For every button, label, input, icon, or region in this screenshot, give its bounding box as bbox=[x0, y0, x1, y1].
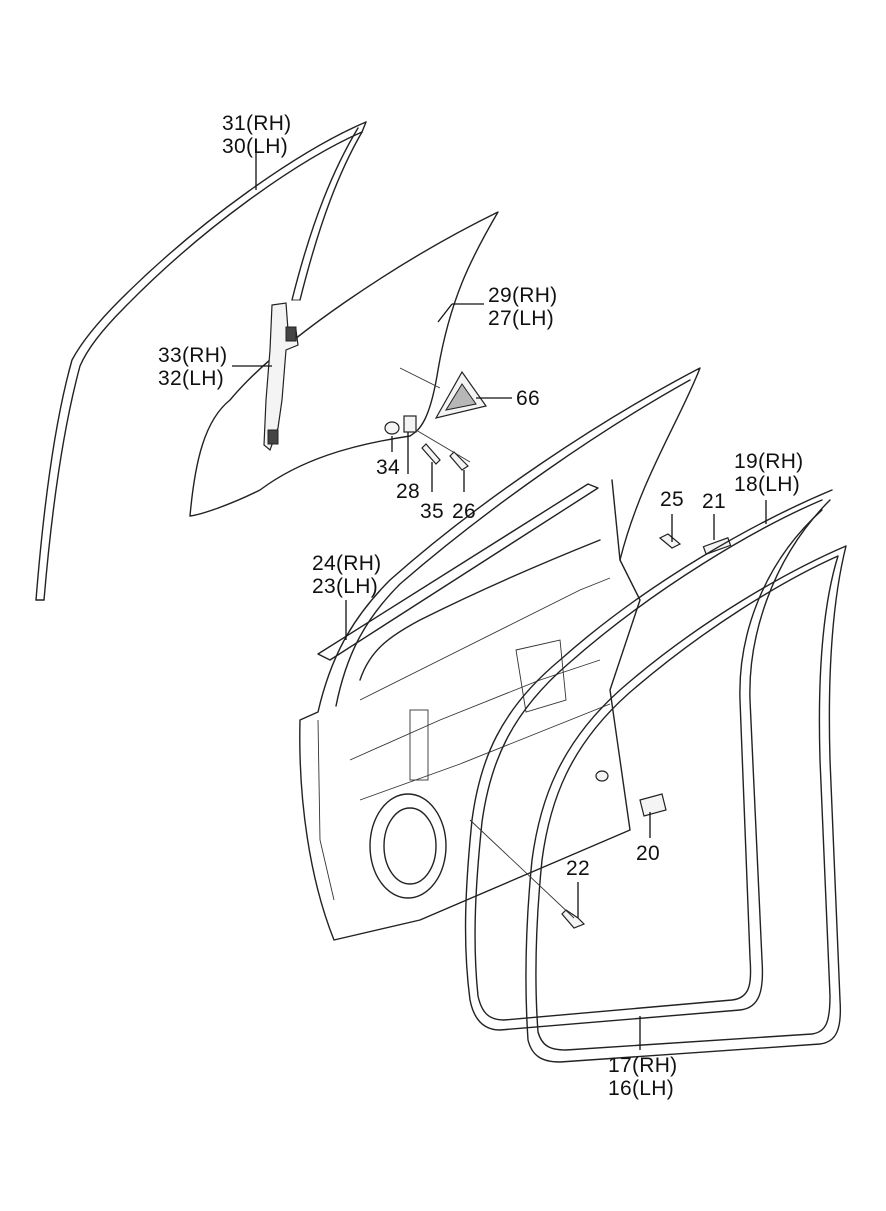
leader-lines bbox=[232, 150, 767, 1050]
mirror-patch bbox=[434, 370, 488, 419]
stopper-and-bolt bbox=[469, 770, 667, 929]
callout-line-rh: 33(RH) bbox=[158, 344, 228, 367]
callout-line: 34 bbox=[376, 456, 400, 479]
window-run-channel bbox=[35, 121, 367, 601]
belt-weatherstrip bbox=[317, 483, 599, 661]
callout-35: 35 bbox=[420, 500, 444, 523]
callout-line-lh: 18(LH) bbox=[734, 473, 800, 496]
callout-line: 28 bbox=[396, 480, 420, 503]
callout-31-30: 31(RH) 30(LH) bbox=[222, 112, 291, 158]
callout-line-lh: 30(LH) bbox=[222, 135, 288, 158]
callout-line-rh: 29(RH) bbox=[488, 284, 558, 307]
callout-line-rh: 17(RH) bbox=[608, 1054, 678, 1077]
glass-channel-bracket bbox=[263, 302, 299, 452]
callout-34: 34 bbox=[376, 456, 400, 479]
door-glass bbox=[189, 211, 499, 517]
callout-22: 22 bbox=[566, 857, 590, 880]
callout-line: 26 bbox=[452, 500, 476, 523]
glass-fasteners bbox=[384, 415, 471, 471]
callout-line: 22 bbox=[566, 857, 590, 880]
callout-26: 26 bbox=[452, 500, 476, 523]
callout-21: 21 bbox=[702, 490, 726, 513]
callout-28: 28 bbox=[396, 480, 420, 503]
callout-33-32: 33(RH) 32(LH) bbox=[158, 344, 227, 390]
callout-line: 20 bbox=[636, 842, 660, 865]
callout-24-23: 24(RH) 23(LH) bbox=[312, 552, 381, 598]
callout-66: 66 bbox=[516, 387, 540, 410]
callout-line-rh: 31(RH) bbox=[222, 112, 292, 135]
door-weatherstrip bbox=[464, 489, 833, 1031]
callout-25: 25 bbox=[660, 488, 684, 511]
door-panel bbox=[299, 367, 701, 941]
callout-line: 66 bbox=[516, 387, 540, 410]
callout-line-lh: 27(LH) bbox=[488, 307, 554, 330]
callout-line-lh: 16(LH) bbox=[608, 1077, 674, 1100]
body-weatherstrip bbox=[525, 545, 847, 1063]
callout-line: 35 bbox=[420, 500, 444, 523]
callout-line-lh: 23(LH) bbox=[312, 575, 378, 598]
callout-19-18: 19(RH) 18(LH) bbox=[734, 450, 803, 496]
clip-and-pad bbox=[658, 533, 732, 555]
callout-line: 21 bbox=[702, 490, 726, 513]
callout-line-rh: 24(RH) bbox=[312, 552, 382, 575]
callout-17-16: 17(RH) 16(LH) bbox=[608, 1054, 677, 1100]
callout-line-rh: 19(RH) bbox=[734, 450, 804, 473]
callout-29-27: 29(RH) 27(LH) bbox=[488, 284, 557, 330]
callout-line-lh: 32(LH) bbox=[158, 367, 224, 390]
callout-line: 25 bbox=[660, 488, 684, 511]
callout-20: 20 bbox=[636, 842, 660, 865]
